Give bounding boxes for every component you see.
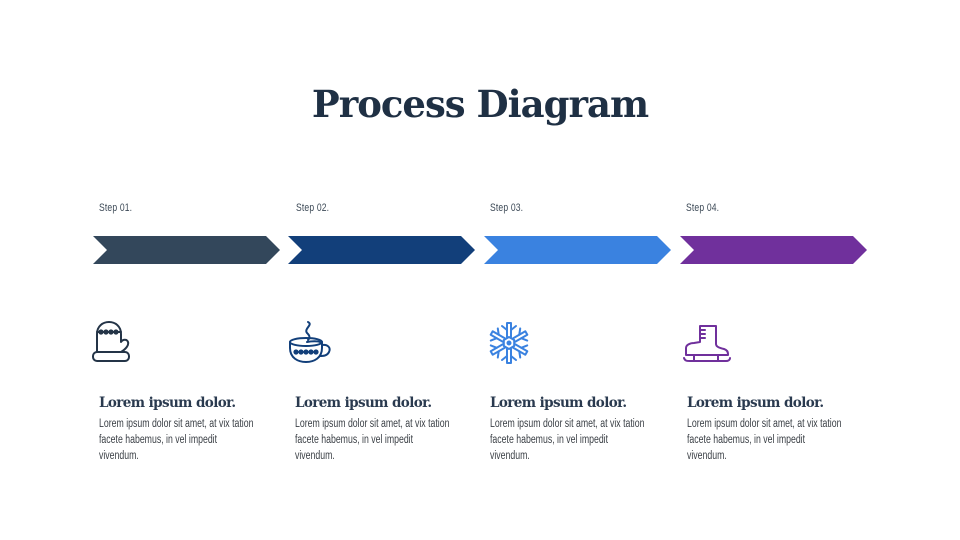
chevron-arrow [680, 236, 868, 264]
snowflake-icon [486, 320, 532, 366]
process-step-2: Step 02. Lorem ipsum dolor. Lorem ipsum … [288, 0, 484, 540]
step-label: Step 03. [490, 202, 524, 214]
step-description: Lorem ipsum dolor sit amet, at vix tatio… [295, 418, 450, 462]
ice-skate-icon [682, 322, 731, 368]
process-step-4: Step 04. Lorem ipsum dolor. Lorem ipsum … [680, 0, 876, 540]
step-description: Lorem ipsum dolor sit amet, at vix tatio… [687, 418, 842, 462]
step-description: Lorem ipsum dolor sit amet, at vix tatio… [99, 418, 254, 462]
chevron-arrow [288, 236, 476, 264]
process-step-1: Step 01. Lorem ipsum dolor. Lorem ipsum … [91, 0, 289, 540]
step-description: Lorem ipsum dolor sit amet, at vix tatio… [490, 418, 645, 462]
step-label: Step 04. [686, 202, 720, 214]
step-heading: Lorem ipsum dolor. [490, 395, 627, 411]
step-heading: Lorem ipsum dolor. [687, 395, 824, 411]
mitten-icon [91, 320, 137, 366]
step-heading: Lorem ipsum dolor. [99, 395, 236, 411]
chevron-arrow [484, 236, 672, 264]
chevron-arrow [93, 236, 281, 264]
hot-cup-icon [288, 320, 334, 366]
process-step-3: Step 03. Lorem ipsum dolor. Lorem ipsum … [484, 0, 680, 540]
step-label: Step 02. [296, 202, 330, 214]
step-label: Step 01. [99, 202, 133, 214]
page-title: Process Diagram [311, 82, 649, 126]
step-heading: Lorem ipsum dolor. [295, 395, 432, 411]
